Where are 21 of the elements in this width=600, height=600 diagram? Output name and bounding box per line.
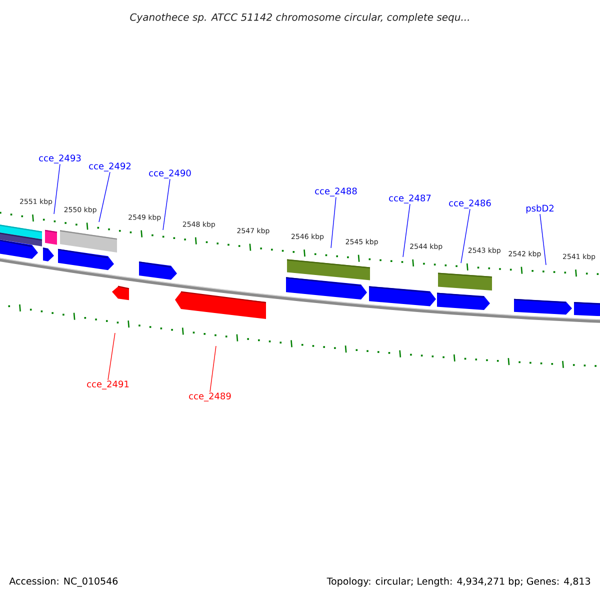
- gene-label: cce_2493: [39, 154, 81, 164]
- leader-line: [210, 346, 216, 392]
- gene-label: cce_2488: [315, 188, 357, 196]
- gene-label: cce_2489: [189, 392, 231, 402]
- leader-line: [108, 332, 116, 380]
- leader-line: [98, 172, 110, 222]
- leader-line: [540, 214, 546, 266]
- leader-line: [460, 208, 470, 264]
- gene-label: cce_2487: [389, 194, 431, 204]
- gene-label: cce_2492: [89, 162, 131, 172]
- leader-line: [330, 196, 336, 248]
- genome-summary-text: Topology: circular; Length: 4,934,271 bp; Genes: 4,813: [326, 577, 590, 587]
- gene-label: cce_2490: [149, 170, 191, 178]
- gene-label: psbD2: [526, 204, 554, 214]
- gene-label: cce_2491: [87, 380, 129, 390]
- leader-line: [54, 164, 60, 214]
- gene-label: cce_2486: [449, 200, 491, 208]
- title: Cyanothece sp. ATCC 51142 chromosome circular, complete sequ...: [130, 13, 469, 23]
- accession-text: Accession: NC_010546: [9, 577, 118, 587]
- leader-line: [162, 178, 170, 230]
- leader-line: [402, 204, 410, 258]
